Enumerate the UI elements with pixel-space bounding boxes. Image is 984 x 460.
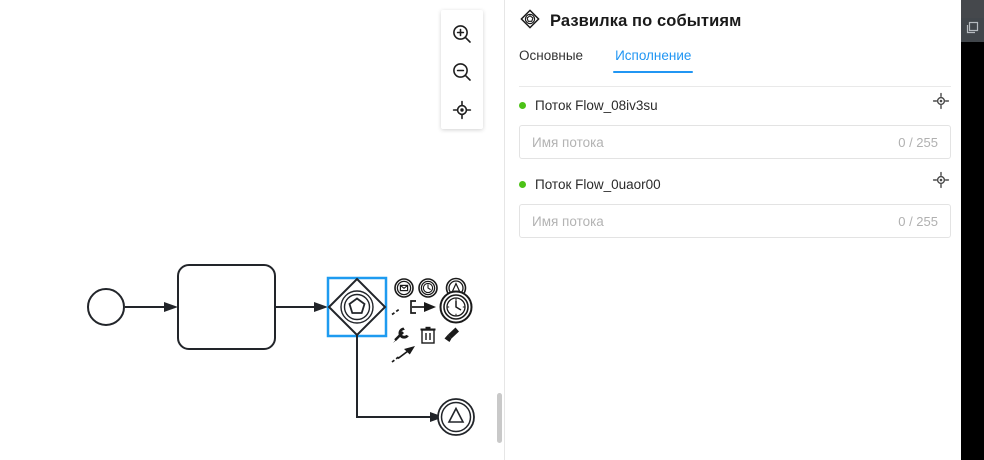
zoom-palette[interactable] bbox=[441, 10, 483, 129]
locate-target-icon bbox=[932, 92, 950, 115]
tabs-divider bbox=[519, 86, 951, 87]
context-pad-append-element bbox=[391, 300, 436, 316]
panel-body: Поток Flow_08iv3su bbox=[505, 92, 984, 460]
start-event bbox=[87, 288, 125, 326]
context-pad-timer-event-hover-preview bbox=[439, 290, 473, 324]
context-pad-append-timer-event bbox=[418, 278, 438, 298]
flow-group-0: Поток Flow_08iv3su bbox=[519, 92, 951, 159]
tab-execution[interactable]: Исполнение bbox=[613, 48, 694, 73]
chrome-titlebar bbox=[961, 0, 984, 18]
page-title: Развилка по событиям bbox=[550, 12, 742, 30]
flow-name-input-0[interactable] bbox=[520, 127, 899, 157]
context-pad-delete-element bbox=[420, 326, 436, 344]
flow-header-1: Поток Flow_0uaor00 bbox=[519, 171, 951, 195]
tab-general[interactable]: Основные bbox=[519, 48, 584, 63]
status-badge-0 bbox=[519, 101, 526, 109]
zoom-in-icon bbox=[451, 23, 473, 45]
locate-flow-button-0[interactable] bbox=[931, 92, 951, 115]
panel-tabs[interactable]: Основные Исполнение bbox=[519, 48, 723, 80]
context-pad bbox=[391, 277, 473, 363]
flow-name-counter-0: 0 / 255 bbox=[898, 134, 938, 150]
panel-header: Развилка по событиям bbox=[519, 8, 741, 35]
zoom-out-icon bbox=[451, 61, 473, 83]
bpmn-diagram bbox=[87, 264, 475, 436]
reset-zoom-button[interactable] bbox=[441, 91, 483, 129]
flow-label-0: Поток Flow_08iv3su bbox=[535, 97, 658, 113]
flow-name-field-1[interactable]: 0 / 255 bbox=[519, 204, 951, 238]
flow-name-input-1[interactable] bbox=[520, 206, 899, 236]
flow-group-1: Поток Flow_0uaor00 bbox=[519, 171, 951, 238]
event-based-gateway-icon bbox=[519, 8, 541, 35]
zoom-out-button[interactable] bbox=[441, 53, 483, 91]
zoom-in-button[interactable] bbox=[441, 15, 483, 53]
properties-panel: Развилка по событиям Основные Исполнение… bbox=[505, 0, 984, 460]
flow-name-field-0[interactable]: 0 / 255 bbox=[519, 125, 951, 159]
locate-flow-button-1[interactable] bbox=[931, 171, 951, 194]
restore-window-icon bbox=[965, 20, 980, 40]
sequence-flow-task-gateway bbox=[275, 302, 328, 312]
context-pad-append-message-event bbox=[394, 278, 414, 298]
bpmn-canvas[interactable] bbox=[0, 0, 504, 460]
task bbox=[177, 264, 276, 350]
canvas-vertical-scrollbar[interactable] bbox=[497, 393, 502, 443]
context-pad-connect-element bbox=[391, 346, 415, 363]
status-badge-1 bbox=[519, 180, 526, 188]
window-chrome-strip bbox=[961, 0, 984, 460]
flow-header-0: Поток Flow_08iv3su bbox=[519, 92, 951, 116]
sequence-flow-gateway-escalation bbox=[356, 335, 444, 422]
context-pad-change-type bbox=[393, 327, 409, 343]
sequence-flow-start-task bbox=[125, 302, 178, 312]
event-based-gateway bbox=[327, 277, 387, 337]
restore-window-button[interactable] bbox=[961, 18, 984, 42]
context-pad-set-color bbox=[444, 327, 459, 342]
locate-target-icon bbox=[932, 171, 950, 194]
escalation-intermediate-catch-event bbox=[437, 398, 475, 436]
reset-zoom-icon bbox=[451, 99, 473, 121]
flow-name-counter-1: 0 / 255 bbox=[898, 213, 938, 229]
panel-divider bbox=[504, 0, 505, 460]
flow-label-1: Поток Flow_0uaor00 bbox=[535, 176, 661, 192]
